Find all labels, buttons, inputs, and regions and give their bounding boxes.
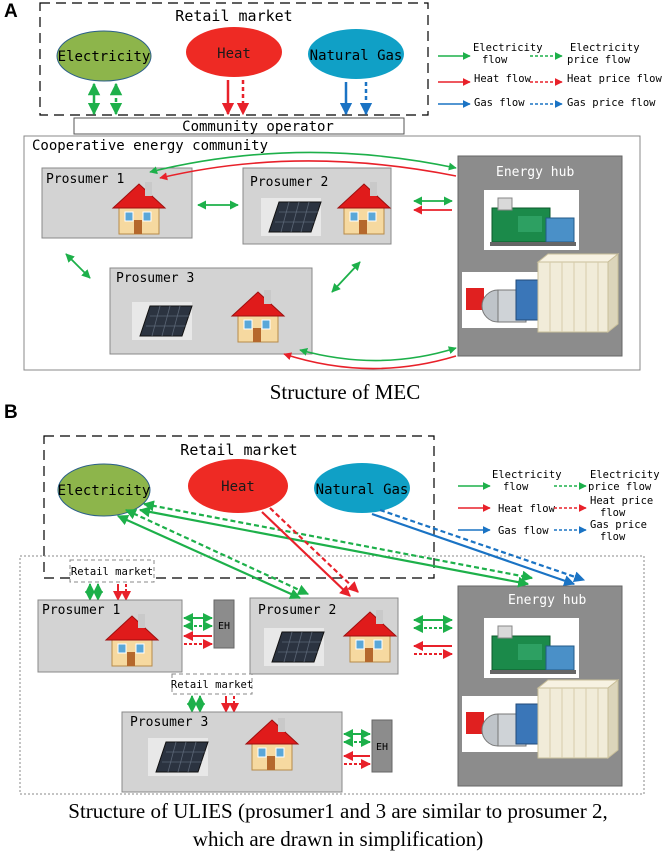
solar-panel-icon [131, 301, 193, 341]
retail-market-small-label-1: Retail market [71, 566, 153, 578]
elec-hub-price-arrow-b [142, 500, 534, 582]
legend-gas-price-a: Gas price flow [567, 97, 656, 109]
prosumer3-label-b: Prosumer 3 [130, 715, 208, 730]
legend-heat-price-b-1: Heat price [590, 495, 653, 507]
generator-icon [483, 617, 580, 679]
p2-p3-arrow-a [331, 261, 361, 293]
legend-gas-flow-b: Gas flow [498, 525, 549, 537]
heat-label-a: Heat [217, 46, 251, 62]
electricity-node-a [56, 30, 152, 82]
caption-b-line1: Structure of ULIES (prosumer1 and 3 are … [68, 799, 607, 823]
legend-heat-flow-b: Heat flow [498, 503, 556, 515]
gas-hub-price-arrow-b [379, 508, 586, 582]
retail-market-small-label-2: Retail market [171, 679, 253, 691]
p1-hub-heat-arc-a [159, 160, 457, 181]
energy-hub-label-a: Energy hub [496, 165, 574, 180]
eh-label-1: EH [218, 621, 230, 632]
natural-gas-node-a [308, 29, 404, 79]
boiler-icon [461, 695, 543, 753]
solar-panel-icon [260, 197, 322, 237]
legend-gas-price-b-1: Gas price [590, 519, 647, 531]
legend-electricity-price-a-1: Electricity [570, 42, 640, 54]
eh-box-1 [213, 599, 235, 649]
p3-hub-heat-arc-a [283, 352, 457, 370]
heat-p2-price-arrow-b [269, 507, 359, 593]
retail-market-title-b: Retail market [180, 441, 297, 459]
boiler-icon [461, 271, 543, 329]
heat-label-b: Heat [221, 479, 255, 495]
legend-b: Electricity flow Electricity price flow … [458, 469, 660, 543]
storage-container-icon [537, 679, 619, 759]
panel-a-label: A [4, 1, 18, 22]
legend-gas-price-b-2: flow [600, 531, 626, 543]
prosumer2-label-a: Prosumer 2 [250, 175, 328, 190]
legend-electricity-price-b-2: price flow [588, 481, 652, 493]
p1-hub-elec-arc-a [149, 151, 457, 175]
legend-a: Electricity flow Electricity price flow … [438, 42, 663, 109]
legend-heat-price-a: Heat price flow [567, 73, 663, 85]
retail-market-small-box-2 [171, 673, 253, 695]
eh-label-2: EH [376, 742, 388, 753]
community-operator-box [73, 117, 405, 135]
panel-b-label: B [4, 402, 18, 423]
cooperative-community-label: Cooperative energy community [32, 138, 268, 154]
p3-hub-elec-arc-a [299, 346, 457, 362]
legend-heat-flow-a: Heat flow [474, 73, 532, 85]
legend-electricity-flow-b-2: flow [503, 481, 529, 493]
p1-p3-arrow-a [65, 253, 91, 279]
natural-gas-label-a: Natural Gas [310, 48, 403, 64]
prosumer2-label-b: Prosumer 2 [258, 603, 336, 618]
heat-node-a [186, 27, 282, 77]
generator-icon [483, 189, 580, 251]
electricity-node-b [57, 463, 151, 517]
solar-panel-icon [263, 627, 325, 667]
gas-hub-arrow-b [371, 512, 576, 586]
legend-electricity-flow-a-2: flow [482, 54, 508, 66]
caption-b-line2: which are drawn in simplification) [193, 827, 483, 851]
legend-gas-flow-a: Gas flow [474, 97, 525, 109]
electricity-label-b: Electricity [58, 483, 151, 499]
storage-container-icon [537, 253, 619, 333]
electricity-label-a: Electricity [58, 49, 151, 65]
solar-panel-icon [147, 737, 209, 777]
heat-node-b [188, 459, 288, 513]
legend-electricity-flow-a-1: Electricity [473, 42, 543, 54]
community-operator-label: Community operator [182, 119, 334, 135]
eh-box-2 [371, 719, 393, 773]
legend-heat-price-b-2: flow [600, 507, 626, 519]
caption-a: Structure of MEC [270, 380, 420, 404]
prosumer1-label-b: Prosumer 1 [42, 603, 120, 618]
heat-p2-arrow-b [261, 511, 351, 597]
prosumer1-label-a: Prosumer 1 [46, 172, 124, 187]
legend-electricity-price-b-1: Electricity [590, 469, 660, 481]
natural-gas-label-b: Natural Gas [316, 482, 409, 498]
energy-hub-label-b: Energy hub [508, 593, 586, 608]
retail-market-title-a: Retail market [175, 7, 292, 25]
legend-electricity-flow-b-1: Electricity [492, 469, 562, 481]
prosumer3-label-a: Prosumer 3 [116, 271, 194, 286]
legend-electricity-price-a-2: price flow [567, 54, 631, 66]
